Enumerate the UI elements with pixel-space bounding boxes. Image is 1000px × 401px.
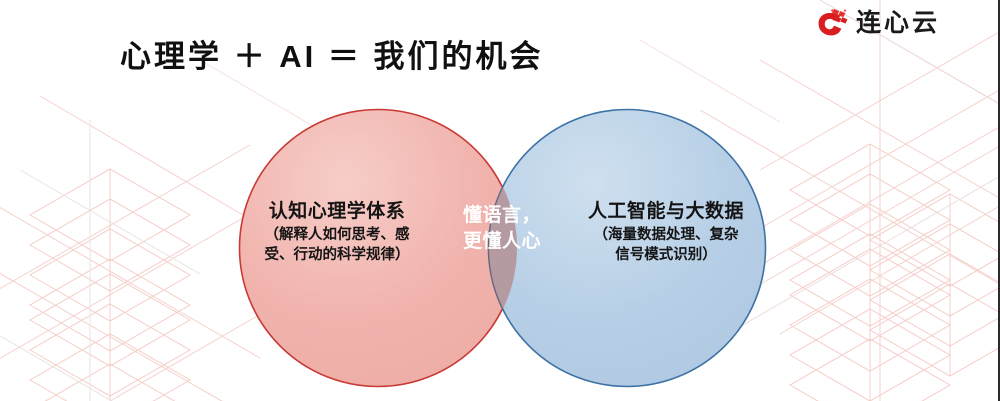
venn-circle-right — [487, 108, 767, 388]
venn-circle-left — [238, 108, 518, 388]
logo-wordmark: 连心云 — [855, 8, 940, 37]
magnet-heart-icon — [818, 9, 848, 36]
venn-overlap — [487, 109, 517, 387]
venn-diagram: 认知心理学体系 （解释人如何思考、感 受、行动的科学规律） 懂语言， 更懂人心 … — [230, 98, 775, 398]
page-title: 心理学 ＋ AI ＝ 我们的机会 — [120, 39, 544, 74]
lianxinyun-logo: 连心云 — [815, 8, 940, 38]
